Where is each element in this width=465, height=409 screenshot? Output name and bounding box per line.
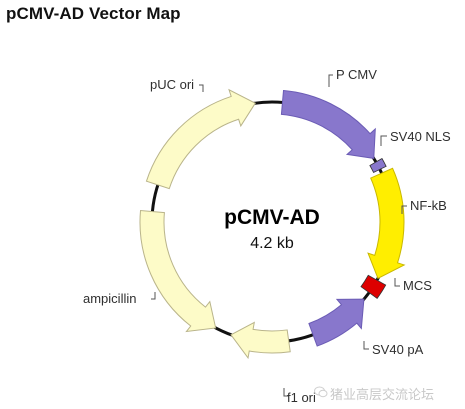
label-sv40-nls: SV40 NLS bbox=[390, 129, 451, 144]
plasmid-name: pCMV-AD bbox=[224, 206, 320, 229]
feature-ampicillin bbox=[139, 209, 217, 333]
label-p-cmv: P CMV bbox=[336, 67, 377, 82]
feature-nf-kb bbox=[367, 167, 406, 280]
wechat-icon bbox=[314, 386, 328, 398]
label-nf-kb: NF-kB bbox=[410, 198, 447, 213]
label-mcs: MCS bbox=[403, 278, 432, 293]
label-sv40-pa: SV40 pA bbox=[372, 342, 424, 357]
feature-sv40-nls bbox=[369, 157, 387, 173]
label-puc-ori: pUC ori bbox=[150, 77, 194, 92]
page-title: pCMV-AD Vector Map bbox=[6, 4, 181, 23]
leader-lines bbox=[151, 74, 407, 397]
plasmid-size: 4.2 kb bbox=[250, 235, 294, 252]
label-ampicillin: ampicillin bbox=[83, 291, 136, 306]
feature-p-cmv bbox=[280, 89, 376, 159]
feature-puc-ori bbox=[145, 88, 257, 190]
watermark-text: 猪业高层交流论坛 bbox=[330, 388, 435, 403]
feature-mcs bbox=[360, 274, 387, 299]
feature-f1-ori bbox=[230, 321, 291, 360]
label-f1-ori: f1 ori bbox=[287, 390, 316, 405]
feature-sv40-pa bbox=[308, 298, 365, 347]
